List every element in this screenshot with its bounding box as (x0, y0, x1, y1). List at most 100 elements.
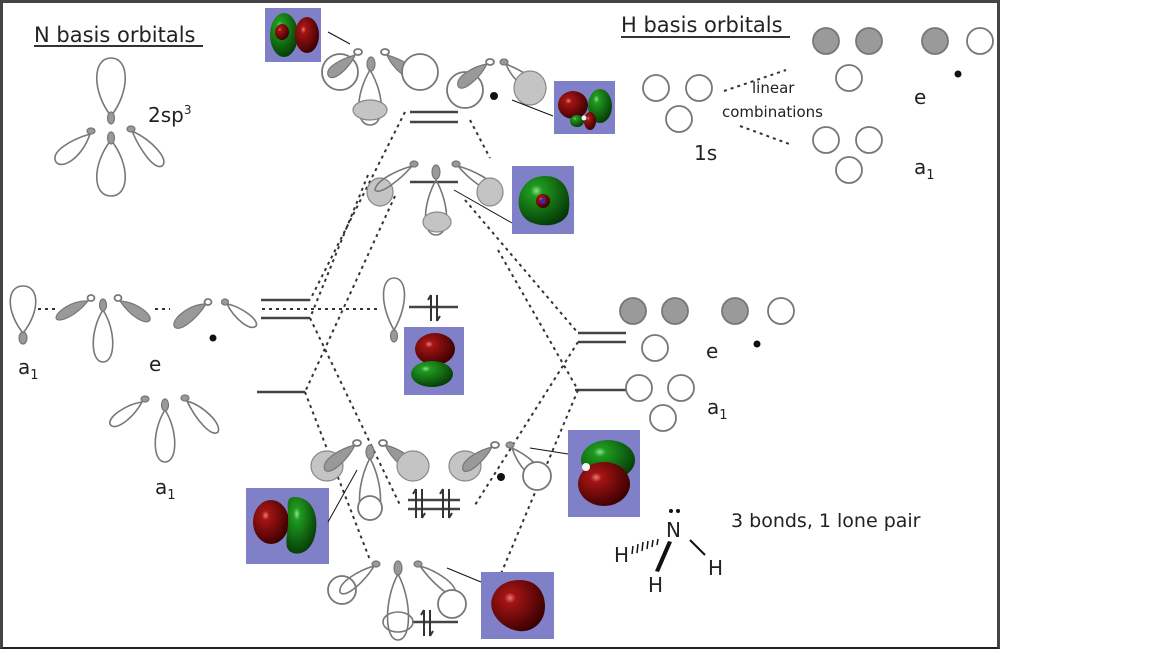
lobe (424, 178, 448, 236)
phase-positive-lobe (578, 462, 630, 506)
lobe-small (451, 160, 461, 168)
h-basis-title: H basis orbitals (621, 13, 783, 37)
leader-line (529, 447, 569, 455)
lobe-small (380, 48, 390, 56)
h-salc-circle (835, 64, 863, 92)
phase-positive-lobe (275, 24, 289, 40)
sp3-lobe-left-small (86, 127, 96, 135)
phase-negative-lobe (286, 497, 317, 554)
sketch-antibonding-e (321, 48, 547, 126)
sp3-lobe-left (54, 132, 92, 166)
phase-positive-lobe (584, 112, 596, 130)
h-salc-e-label: e (914, 85, 926, 109)
plain-bond (689, 539, 706, 556)
node-dot (954, 70, 962, 78)
lobe-small (371, 560, 381, 568)
h-salc-circle (835, 156, 863, 184)
lobe-small (490, 441, 500, 449)
combination-connector (739, 125, 793, 146)
h1s-circle (665, 105, 693, 133)
phase-positive-lobe (253, 500, 289, 544)
atom-n: N (666, 518, 681, 542)
phase-negative-lobe (570, 115, 584, 127)
sp3-lobe-right (130, 129, 165, 168)
n-a1b-lobe-small (140, 395, 150, 403)
h-salc-circle-shaded (855, 27, 883, 55)
wedge-bond (655, 541, 672, 572)
n-basis-title: N basis orbitals (34, 23, 196, 47)
corr-line (469, 119, 491, 159)
nh3-structure: N H H H 3 bonds, 1 lone pair (614, 509, 921, 597)
h1s-circle (685, 74, 713, 102)
mo-image-antibonding-a1 (453, 166, 574, 234)
hashed-bond (631, 538, 659, 555)
h-1s-basis: 1s linear combinations (642, 69, 823, 165)
n-e-lobe-shaded (55, 300, 90, 321)
h-circle (437, 589, 467, 619)
lobe-small (352, 439, 362, 447)
phase-positive-lobe (558, 91, 588, 119)
lobe-small (366, 56, 376, 72)
lobe-small (378, 439, 388, 447)
leader-line (446, 567, 482, 583)
h-energy-levels (575, 331, 626, 392)
lobe (386, 572, 410, 641)
sp3-lobe-down-small (106, 131, 116, 145)
lobe-small (393, 560, 403, 576)
sp3-label: 2sp3 (148, 103, 191, 127)
mo-image-nonbonding (404, 327, 464, 395)
electron-pair-bonding-e1 (412, 488, 426, 519)
h-salc-circle (767, 297, 795, 325)
n-e-lobe-shaded (173, 303, 208, 329)
sketch-nonbonding (382, 277, 406, 343)
atom-h-wedge: H (648, 573, 663, 597)
h-salc-circle (812, 126, 840, 154)
n-a1b-lobe-small (160, 398, 170, 412)
lobe (374, 164, 415, 192)
h-salc-circle-shaded (721, 297, 749, 325)
lone-pair-lobe-small (389, 329, 399, 343)
phase-positive-lobe (415, 333, 455, 365)
mo-levels (408, 110, 460, 624)
h-salc-circle-shaded (619, 297, 647, 325)
corr-line (309, 111, 406, 301)
n-e-lobe-small (220, 298, 230, 306)
electron-pair-bonding-e2 (439, 488, 453, 519)
node-dot (490, 92, 498, 100)
lobe-small (505, 441, 515, 449)
lobe (358, 68, 382, 126)
h-overlap (382, 611, 414, 633)
diagram-frame (0, 0, 1000, 649)
sketch-bonding-a1 (327, 560, 467, 641)
h-circle (357, 495, 383, 521)
n-e-lobe-small (86, 294, 96, 302)
n-atom (540, 198, 546, 204)
atom-h-plain: H (708, 556, 723, 580)
h-salc-circle (855, 126, 883, 154)
h-right-e-label: e (706, 339, 718, 363)
h-salc-circle (966, 27, 994, 55)
n-a1b-lobe-small (180, 394, 190, 402)
phase-positive-lobe (295, 17, 319, 53)
corr-line (464, 199, 579, 334)
h-circle (522, 461, 552, 491)
phase-positive-lobe (491, 580, 545, 632)
n-a1-lobe (9, 285, 37, 335)
sketch-antibonding-a1 (366, 160, 504, 236)
h-1s-label: 1s (694, 141, 717, 165)
h-salc-circle-shaded (812, 27, 840, 55)
mo-image-bonding-e-1 (246, 469, 358, 564)
h-circle (401, 53, 439, 91)
lobe-shaded (462, 446, 494, 472)
leader-line (511, 99, 554, 117)
corr-line (497, 249, 579, 391)
h-overlap (513, 70, 547, 106)
n-a1-label: a1 (18, 355, 39, 383)
lobe-small (409, 160, 419, 168)
h-salc-circle-shaded (921, 27, 949, 55)
node-dot (497, 473, 505, 481)
n-sp3-hybrids: 2sp3 (54, 57, 191, 197)
h-salc-a1-label: a1 (914, 155, 935, 183)
h-salc-circle-shaded (661, 297, 689, 325)
n-a1b-lobe (154, 408, 176, 463)
